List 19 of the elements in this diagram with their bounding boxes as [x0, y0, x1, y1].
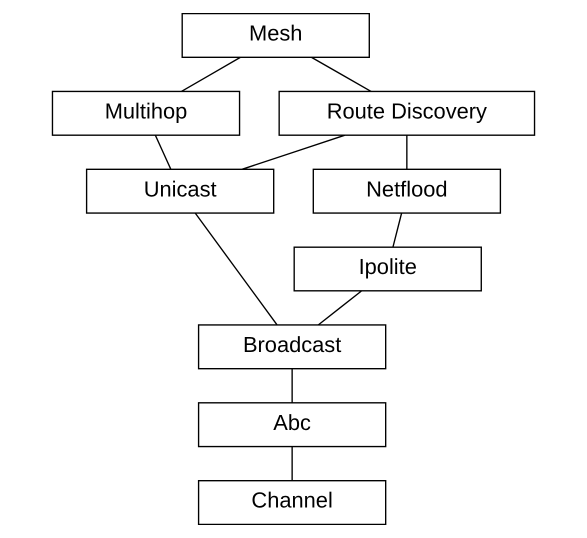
connector — [311, 56, 372, 92]
node-box: Mesh — [182, 12, 370, 58]
connector — [318, 290, 362, 326]
node-box: Unicast — [86, 168, 274, 214]
node-box: Broadcast — [198, 324, 386, 370]
connector — [291, 368, 293, 403]
node-box: Multihop — [52, 90, 240, 136]
connector — [242, 134, 346, 170]
connector — [406, 135, 408, 170]
node-box: Netflood — [312, 168, 502, 214]
connector — [291, 446, 293, 481]
node-box: Channel — [198, 480, 386, 526]
connector — [154, 134, 172, 170]
connector — [181, 56, 241, 92]
node-box: Ipolite — [294, 246, 482, 292]
node-box: Route Discovery — [278, 90, 536, 136]
connector — [392, 212, 402, 248]
connector — [194, 212, 278, 326]
node-box: Abc — [198, 402, 386, 448]
